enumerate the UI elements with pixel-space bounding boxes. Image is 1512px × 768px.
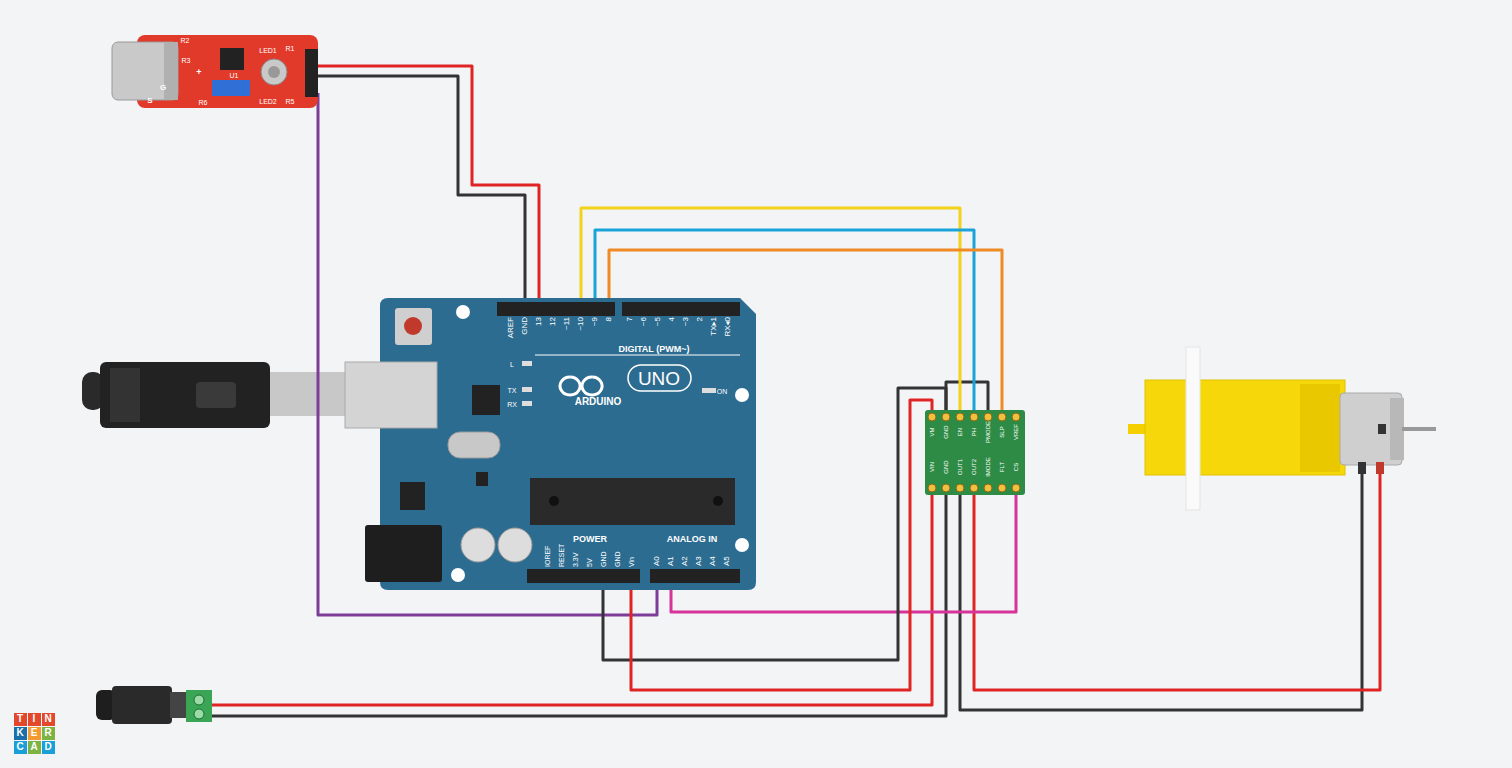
- logo-letter: R: [44, 728, 51, 738]
- barrel-jack: [96, 686, 212, 724]
- board-label: UNO: [638, 369, 680, 388]
- board-label: DIGITAL (PWM~): [619, 345, 690, 354]
- pin-label: RX◂0: [724, 317, 732, 341]
- pin-label: A0: [653, 548, 661, 566]
- board-label: R1: [286, 45, 295, 52]
- pin-label: GND: [614, 545, 621, 567]
- pin-label: PMODE: [985, 421, 991, 443]
- pin-label: SLP: [999, 421, 1005, 443]
- pin-label: A2: [681, 548, 689, 566]
- logo-letter: K: [16, 728, 23, 738]
- logo-letter: A: [30, 742, 37, 752]
- pin-label: ~10: [577, 317, 585, 341]
- board-label: ON: [717, 388, 728, 395]
- pin-label: ~9: [591, 317, 599, 341]
- motor-driver-art: [925, 410, 1025, 495]
- pin-label: 5V: [586, 545, 593, 567]
- pin-label: RESET: [558, 545, 565, 567]
- board-label: LED1: [259, 47, 277, 54]
- pin-label: 7: [626, 317, 634, 341]
- board-label: R6: [199, 99, 208, 106]
- pin-label: EN: [957, 421, 963, 443]
- logo-tiles: [14, 713, 55, 754]
- pin-label: A5: [723, 548, 731, 566]
- arduino-board-art: [380, 298, 756, 590]
- pin-label: OUT2: [971, 456, 977, 478]
- pin-label: 2: [696, 317, 704, 341]
- logo-letter: I: [33, 714, 36, 724]
- motor-driver: VM GND EN PH PMODE SLP VREF VIN GND OUT1 OUT2 IMODE…: [925, 410, 1025, 495]
- pin-label: 12: [549, 317, 557, 341]
- pin-label: FLT: [999, 456, 1005, 478]
- pin-label: ~11: [563, 317, 571, 341]
- pin-label: A4: [709, 548, 717, 566]
- board-label: L: [510, 361, 514, 368]
- pin-label: VREF: [1013, 421, 1019, 443]
- pin-label: TX▸1: [710, 317, 718, 341]
- pin-label: IMODE: [985, 456, 991, 478]
- board-label: S: [147, 97, 152, 105]
- wire: [318, 66, 539, 298]
- pin-label: 13: [535, 317, 543, 341]
- pin-label: ~6: [640, 317, 648, 341]
- pin-label: A1: [667, 548, 675, 566]
- pin-label: Vin: [628, 545, 635, 567]
- wire: [318, 76, 525, 298]
- pin-label: CS: [1013, 456, 1019, 478]
- board-label: +: [196, 68, 201, 77]
- logo-letter: T: [17, 714, 23, 724]
- pin-label: IOREF: [544, 545, 551, 567]
- pin-label: ~5: [654, 317, 662, 341]
- pin-label: GND: [600, 545, 607, 567]
- logo-letter: N: [44, 714, 51, 724]
- sound-sensor: SG R2R3 + U1 LED1 R1LED2 R5 R6: [112, 35, 318, 108]
- pin-label: 8: [605, 317, 613, 341]
- pin-label: GND: [521, 317, 529, 341]
- board-label: U1: [230, 72, 239, 79]
- pin-label: ~3: [682, 317, 690, 341]
- logo-letter: C: [16, 742, 23, 752]
- pin-label: GND: [943, 456, 949, 478]
- board-label: R5: [286, 98, 295, 105]
- board-label: TX: [508, 387, 517, 394]
- pin-label: 4: [668, 317, 676, 341]
- pin-label: PH: [971, 421, 977, 443]
- pin-label: OUT1: [957, 456, 963, 478]
- board-label: ANALOG IN: [667, 535, 718, 544]
- logo-letter: D: [44, 742, 51, 752]
- pin-label: 3.3V: [572, 545, 579, 567]
- pin-label: A3: [695, 548, 703, 566]
- pin-label: VM: [929, 421, 935, 443]
- pin-label: GND: [943, 421, 949, 443]
- board-label: R2: [181, 37, 190, 44]
- dc-motor: [1128, 347, 1436, 510]
- pin-label: AREF: [507, 317, 515, 341]
- pin-label: VIN: [929, 456, 935, 478]
- logo-letter: E: [31, 728, 38, 738]
- board-label: POWER: [573, 535, 607, 544]
- board-label: ARDUINO: [575, 397, 622, 407]
- board-label: LED2: [259, 98, 277, 105]
- board-label: R3: [182, 57, 191, 64]
- board-label: G: [160, 84, 166, 92]
- arduino-board: AREF GND 1312 ~11 ~10 ~987~6~54~32 TX▸1 RX◂0DIG…: [380, 298, 756, 590]
- board-label: RX: [507, 401, 517, 408]
- usb-cable: [82, 362, 350, 428]
